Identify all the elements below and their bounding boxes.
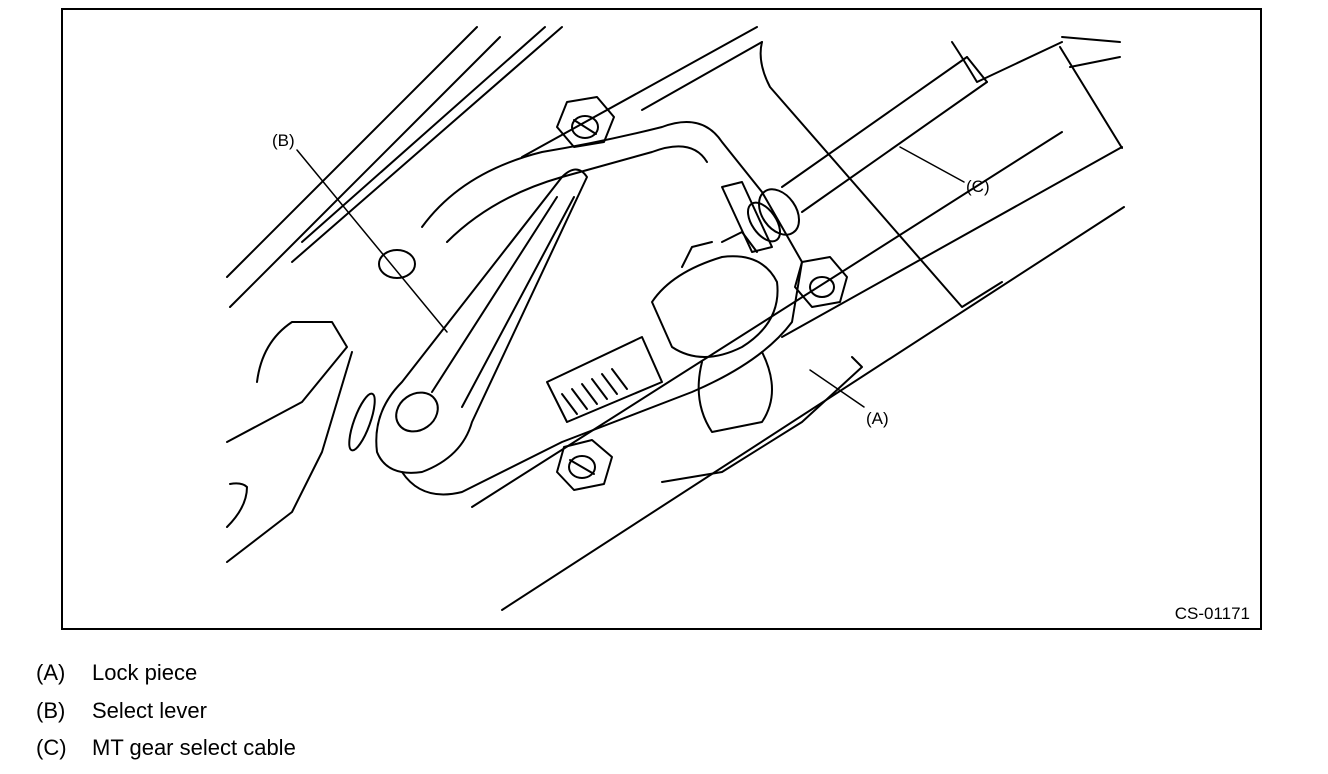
cable-bracket-outline [951,41,1063,83]
nut-bottom [556,439,613,491]
threaded-shaft [546,336,663,423]
legend-row: (C) MT gear select cable [36,735,296,773]
legend-row: (A) Lock piece [36,660,296,698]
gear-select-illustration [226,26,1125,611]
figure-code: CS-01171 [1174,604,1250,623]
legend-row: (B) Select lever [36,698,296,736]
callout-label-b: (B) [272,131,295,150]
left-mount-outline [226,321,348,443]
mt-gear-select-cable [747,56,988,243]
frame-member-lines [226,26,1125,611]
legend-label: MT gear select cable [92,735,296,760]
nut-right [794,256,848,308]
left-clip [226,482,248,528]
nut-top [556,96,615,148]
callout-label-c: (C) [966,177,990,196]
left-pin [348,392,376,452]
legend-key: (C) [36,735,67,760]
lower-housing-outline [697,351,773,433]
left-bracket-outline [226,351,353,563]
lower-bracket [661,356,863,483]
legend-label: Lock piece [92,660,198,685]
upper-housing-outline [759,41,1003,308]
select-lever [375,168,588,474]
left-hole [378,249,416,279]
figure-frame: (B) (C) (A) CS-01171 [61,8,1262,630]
legend: (A) Lock piece (B) Select lever (C) MT gear… [36,660,296,773]
legend-key: (A) [36,660,66,685]
legend-label: Select lever [92,697,207,723]
lever-body-outline [401,121,803,496]
callout-leader-lines [296,146,965,408]
callout-label-a: (A) [866,409,889,428]
lock-piece [651,181,779,358]
legend-key: (B) [36,697,66,723]
lever-body-inner [446,145,708,243]
